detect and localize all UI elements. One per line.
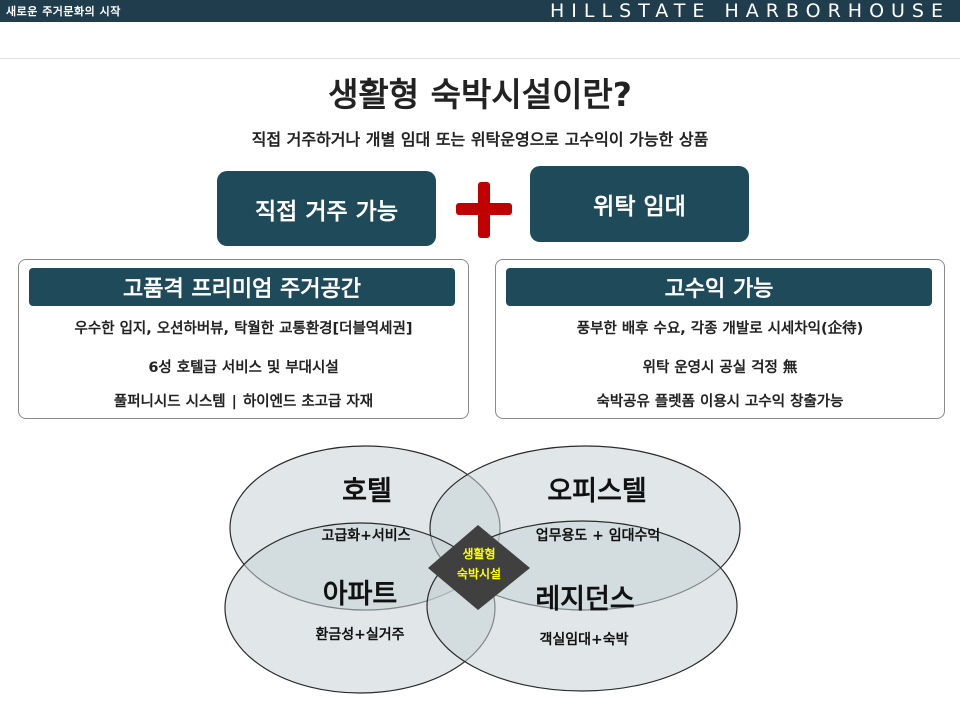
premium-line-furnished: 풀퍼니시드 시스템 [113,394,226,410]
plus-icon [456,182,512,238]
venn-center-diamond [428,525,530,610]
venn-diagram: 호텔 오피스텔 아파트 레지던스 고급화+서비스 업무용도 + 임대수익 환금성… [224,445,741,694]
direct-residence-pill: 직접 거주 가능 [217,171,436,246]
premium-line-separator: | [231,394,237,410]
venn-officetel-label: 오피스텔 [547,476,646,507]
premium-space-panel: 고품격 프리미엄 주거공간 우수한 입지, 오션하버뷰, 탁월한 교통환경[더블… [18,259,469,419]
yield-line-platform: 숙박공유 플렛폼 이용시 고수익 창출가능 [596,394,844,410]
premium-line-highend: 하이엔드 초고급 자재 [242,394,374,410]
venn-center-line2: 숙박시설 [457,566,501,581]
header-divider [0,58,960,59]
page-subtitle: 직접 거주하거나 개별 임대 또는 위탁운영으로 고수익이 가능한 상품 [251,130,709,149]
premium-space-heading: 고품격 프리미엄 주거공간 [29,268,455,306]
venn-residence-desc: 객실임대+숙박 [539,631,628,648]
yield-line-demand: 풍부한 배후 수요, 각종 개발로 시세차익(企待) [576,321,864,337]
page-title: 생활형 숙박시설이란? [328,75,632,114]
high-yield-panel: 고수익 가능 풍부한 배후 수요, 각종 개발로 시세차익(企待) 위탁 운영시… [495,259,945,419]
venn-officetel-desc: 업무용도 + 임대수익 [536,527,661,544]
premium-line-service: 6성 호텔급 서비스 및 부대시설 [148,360,339,376]
venn-hotel-desc: 고급화+서비스 [321,528,410,544]
brand-logo-text: HILLSTATE HARBORHOUSE [550,0,950,22]
venn-center-line1: 생활형 [462,546,495,561]
header-bar: 새로운 주거문화의 시작 HILLSTATE HARBORHOUSE [0,0,960,22]
venn-hotel-label: 호텔 [342,476,392,507]
venn-residence-label: 레지던스 [535,584,634,615]
venn-apartment-desc: 환금성+실거주 [315,626,404,643]
high-yield-heading: 고수익 가능 [506,268,932,306]
premium-line-materials: 풀퍼니시드 시스템 | 하이엔드 초고급 자재 [19,390,468,411]
yield-line-vacancy: 위탁 운영시 공실 걱정 無 [642,360,798,376]
premium-line-location: 우수한 입지, 오션하버뷰, 탁월한 교통환경[더블역세권] [74,321,413,337]
consignment-lease-pill: 위탁 임대 [530,166,749,242]
venn-apartment-label: 아파트 [323,579,398,610]
header-tagline: 새로운 주거문화의 시작 [6,5,121,18]
